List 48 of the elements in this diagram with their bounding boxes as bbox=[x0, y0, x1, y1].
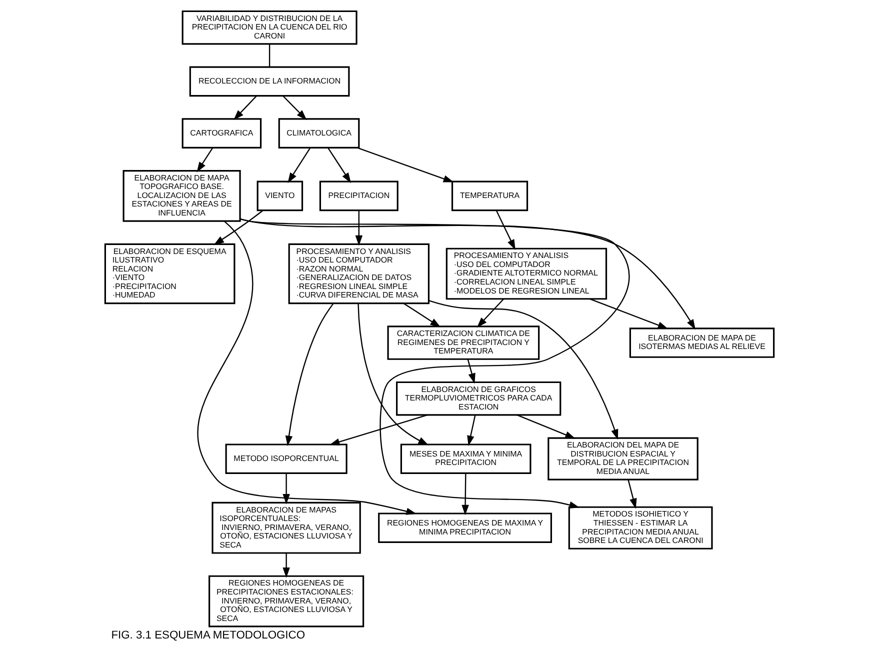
arrow bbox=[467, 415, 476, 446]
node-box: REGIONES HOMOGENEAS DE MAXIMA Y MINIMA PRECIPITACION bbox=[378, 512, 552, 544]
arrow bbox=[234, 96, 257, 120]
arrow bbox=[288, 148, 311, 184]
node-box: PROCESAMIENTO Y ANALISIS ·USO DEL COMPUTADOR ·GRADIENTE ALTOTERMICO NORMAL ·CORRELACION LINEAL SIMPLE ·MODELOS DE REGRESION LINEAL bbox=[446, 248, 608, 300]
node-box: PROCESAMIENTO Y ANALISIS ·USO DEL COMPUTADOR ·RAZON NORMAL ·GENERALIZACION DE DATOS ·REGRESION LINEAL SIMPLE ·CURVA DIFERENCIAL DE MASA bbox=[288, 243, 430, 304]
arrow bbox=[428, 300, 618, 440]
arrow bbox=[496, 210, 516, 250]
arrow bbox=[328, 148, 352, 184]
node-box: REGIONES HOMOGENEAS DE PRECIPITACIONES ESTACIONALES: INVIERNO, PRIMAVERA, VERANO, OTOÑO, ESTACIONES LLUVIOSA Y SECA bbox=[208, 575, 364, 628]
arrow bbox=[285, 302, 334, 446]
node-box: CARTOGRAFICA bbox=[182, 118, 262, 148]
arrow bbox=[403, 302, 441, 328]
node-box: VARIABILIDAD Y DISTRIBUCION DE LA PRECIPITACION EN LA CUENCA DEL RIO CARONI bbox=[182, 10, 358, 45]
node-box: CLIMATOLOGICA bbox=[278, 118, 360, 148]
arrow bbox=[462, 473, 469, 516]
node-box: METODO ISOPORCENTUAL bbox=[225, 444, 348, 474]
arrow bbox=[282, 473, 290, 504]
arrow bbox=[358, 303, 429, 446]
node-box: TEMPERATURA bbox=[451, 180, 528, 212]
arrow bbox=[628, 480, 637, 509]
node-box: ELABORACION DE MAPAS ISOPORCENTUALES: INVIERNO, PRIMAVERA, VERANO, OTOÑO, ESTACIONES LLUVIOSA Y SECA bbox=[212, 502, 361, 554]
arrow bbox=[282, 553, 290, 578]
connector bbox=[268, 44, 270, 67]
arrow bbox=[355, 210, 363, 246]
arrow bbox=[198, 220, 417, 515]
node-box: ELABORACION DE MAPA TOPOGRAFICO BASE. LOCALIZACION DE LAS ESTACIONES Y AREAS DE INFLUENCIA bbox=[122, 170, 241, 222]
arrow bbox=[516, 414, 576, 439]
arrow bbox=[590, 298, 668, 329]
arrow bbox=[329, 414, 428, 446]
node-box: RECOLECCION DE LA INFORMACION bbox=[189, 66, 350, 97]
node-box: CARACTERIZACION CLIMATICA DE REGIMENES DE PRECIPITACION Y TEMPERATURA bbox=[387, 326, 540, 360]
node-box: ELABORACION DEL MAPA DE DISTRIBUCION ESPACIAL Y TEMPORAL DE LA PRECIPITACION MEDIA ANUAL bbox=[548, 437, 698, 480]
arrow bbox=[282, 96, 307, 120]
node-box: ELABORACION DE GRAFICOS TERMOPLUVIOMETRICOS PARA CADA ESTACION bbox=[396, 381, 562, 416]
node-box: MESES DE MAXIMA Y MINIMA PRECIPITACION bbox=[400, 444, 532, 474]
arrow bbox=[214, 210, 264, 246]
arrow bbox=[240, 218, 630, 508]
node-box: ELABORACION DE ESQUEMA ILUSTRATIVO RELACION ·VIENTO ·PRECIPITACION ·HUMEDAD bbox=[104, 243, 236, 304]
caption: FIG. 3.1 ESQUEMA METODOLOGICO bbox=[111, 630, 306, 642]
node-box: ELABORACION DE MAPA DE ISOTERMAS MEDIAS AL RELIEVE bbox=[629, 328, 775, 358]
arrow bbox=[467, 359, 476, 384]
node-box: PRECIPITACION bbox=[319, 180, 398, 212]
arrow bbox=[196, 148, 214, 172]
node-box: METODOS ISOHIETICO Y THIESSEN - ESTIMAR LA PRECIPITACION MEDIA ANUAL SOBRE LA CUENCA DEL CARONI bbox=[568, 506, 713, 550]
arrow bbox=[476, 298, 504, 328]
arrow bbox=[356, 147, 454, 182]
node-box: VIENTO bbox=[256, 180, 304, 212]
